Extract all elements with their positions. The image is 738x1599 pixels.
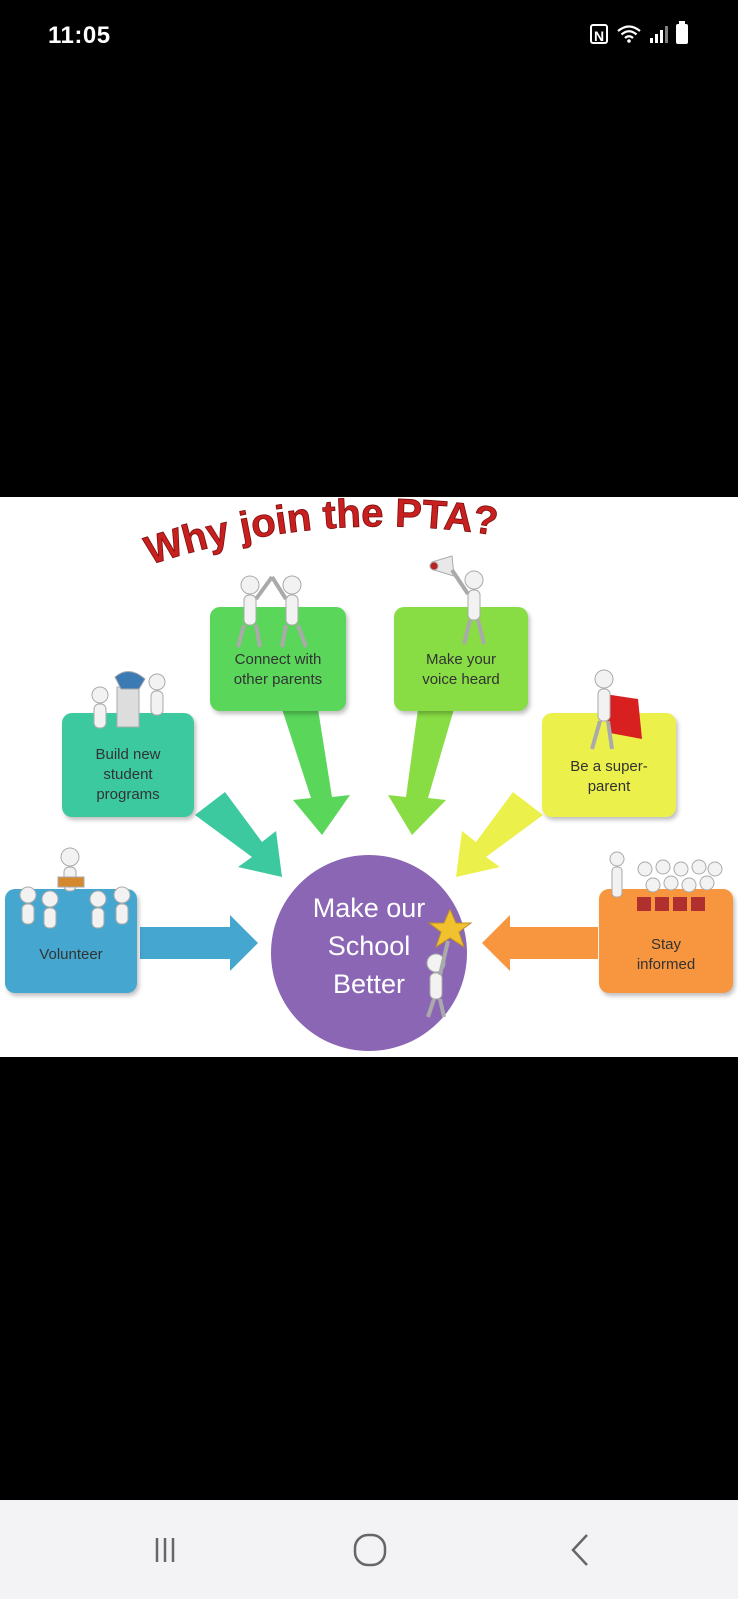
build-label-3: programs [96,786,160,803]
back-icon [571,1534,588,1566]
arrow-informed [482,915,598,971]
connect-label-2: other parents [233,671,323,688]
home-icon [353,1533,387,1567]
home-button[interactable] [340,1530,400,1570]
super-label-2: parent [587,778,631,795]
infographic-image[interactable]: Why join the PTA? Volunteer Build new st… [0,497,738,1057]
infographic-title: Why join the PTA? [139,497,501,574]
build-label-2: student [103,766,153,783]
arrow-volunteer [140,915,258,971]
center-circle [271,855,467,1051]
build-label-1: Build new [95,746,161,763]
figures-audience-illustration [609,851,723,911]
box-voice [394,607,528,711]
back-button[interactable] [550,1530,610,1570]
status-time: 11:05 [48,22,111,49]
arrow-connect [282,709,350,835]
box-build [62,713,194,817]
arrows-layer [140,709,598,971]
voice-label-2: voice heard [422,671,500,688]
box-volunteer-text: Volunteer [5,945,137,965]
super-label-1: Be a super- [570,758,648,775]
star-figure-illustration [426,909,472,1018]
status-bar: 11:05 N [0,0,738,72]
figures-volunteer-illustration [19,847,131,929]
figures-super-illustration [590,669,642,750]
voice-label-1: Make your [425,651,497,668]
center-text: Make our School Better [271,889,467,1003]
volunteer-label: Volunteer [39,946,103,963]
wifi-icon [617,25,641,43]
figures-voice-illustration [429,555,486,645]
figures-build-illustration [91,671,166,729]
box-connect [210,607,346,711]
center-line-1: Make our [312,893,426,923]
connect-label-1: Connect with [234,651,322,668]
navigation-bar [0,1500,738,1599]
box-connect-text: Connect with other parents [210,650,346,690]
arrow-super [456,792,543,877]
box-informed-text: Stay informed [599,935,733,975]
box-voice-text: Make your voice heard [394,650,528,690]
battery-icon [676,21,688,44]
informed-label-1: Stay [650,936,681,953]
recent-apps-icon [155,1538,175,1562]
informed-label-2: informed [636,956,696,973]
arrow-build [195,792,282,877]
nfc-icon: N [590,24,608,44]
figures-connect-illustration [236,575,308,648]
status-icons: N [590,21,688,44]
recent-apps-button[interactable] [135,1530,195,1570]
signal-icon [650,25,668,43]
arrow-voice [388,709,454,835]
box-build-text: Build new student programs [62,745,194,805]
center-line-2: School [327,931,411,961]
center-line-3: Better [332,969,406,999]
box-super-text: Be a super- parent [542,757,676,797]
